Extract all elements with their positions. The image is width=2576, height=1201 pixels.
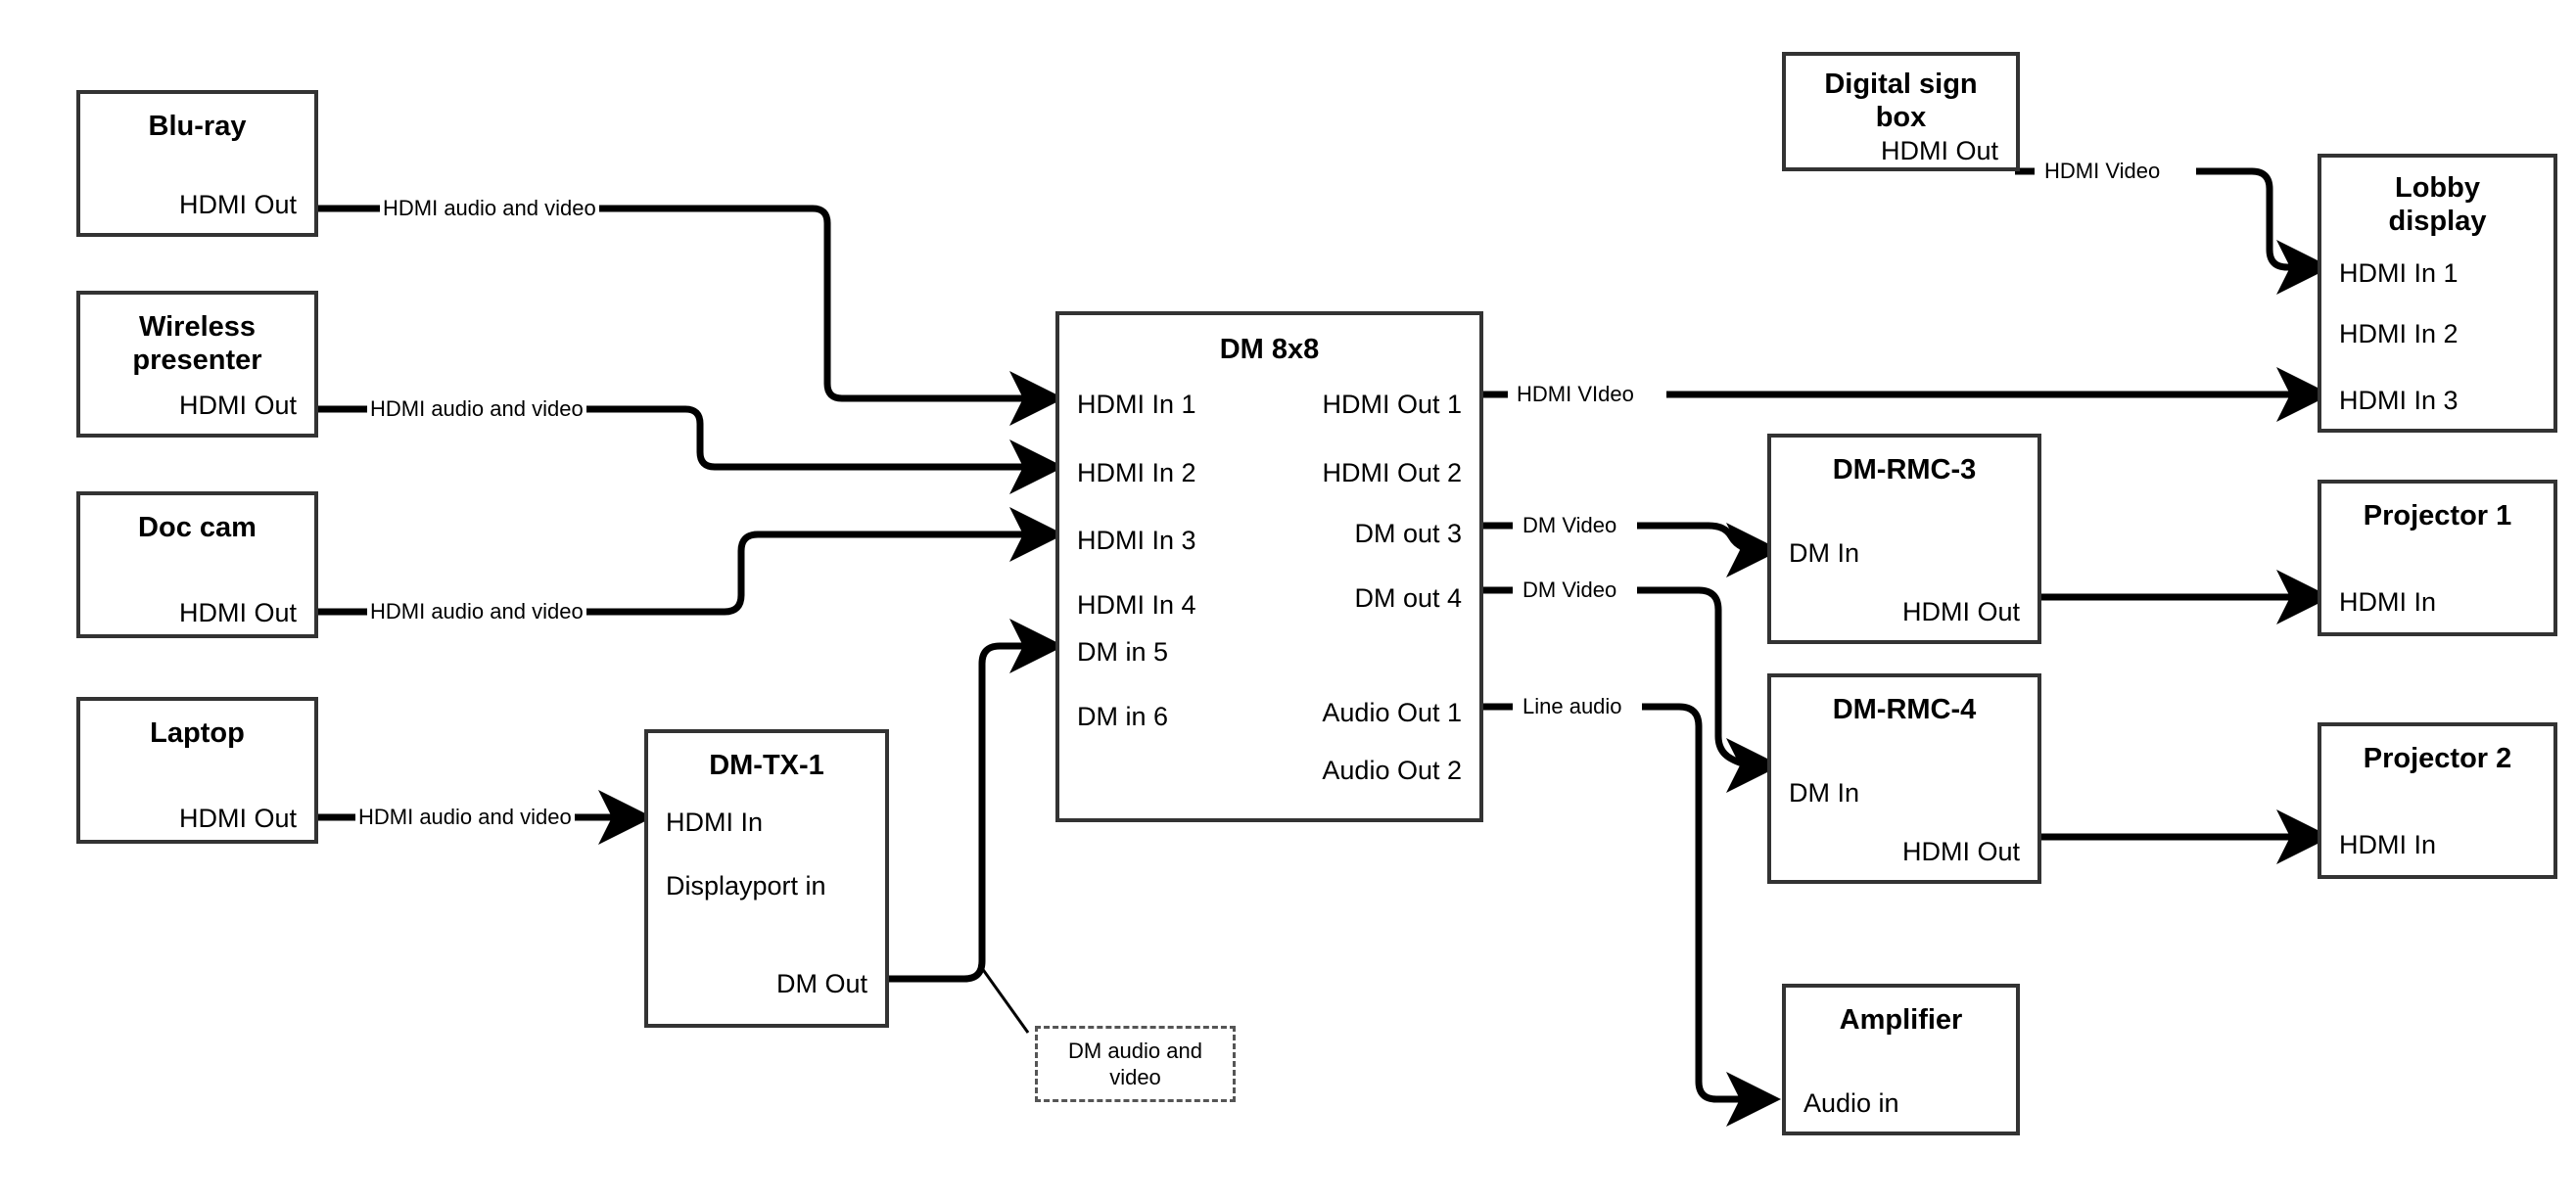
node-wireless-presenter[interactable]: Wireless presenter HDMI Out [76, 291, 318, 438]
node-dm-8x8-input-dm-in-6: DM in 6 [1077, 702, 1169, 731]
node-amplifier-title: Amplifier [1839, 1004, 1963, 1036]
node-dm-rmc-3-port-dm-in: DM In [1789, 538, 1860, 568]
node-amplifier-port-audio-in: Audio in [1803, 1088, 1899, 1118]
wire-signbox-to-lobby [2015, 167, 2318, 267]
node-dm-rmc-4-title: DM-RMC-4 [1832, 694, 1977, 725]
node-dm-rmc-4-port-dm-in: DM In [1789, 778, 1860, 808]
leader-line-dm-audio-video [977, 963, 1030, 1034]
wire-label-doccam-to-dm8x8: HDMI audio and video [367, 601, 586, 623]
wire-label-dmout4-to-rmc4: DM Video [1520, 579, 1620, 601]
node-wireless-presenter-port-hdmi-out: HDMI Out [178, 391, 297, 420]
node-doc-cam[interactable]: Doc cam HDMI Out [76, 491, 318, 638]
node-doc-cam-port-hdmi-out: HDMI Out [178, 598, 297, 627]
node-digital-sign-box[interactable]: Digital sign box HDMI Out [1782, 52, 2020, 171]
node-laptop-title: Laptop [150, 717, 245, 749]
wire-label-bluray-to-dm8x8: HDMI audio and video [380, 198, 599, 219]
wire-label-signbox-to-lobby: HDMI Video [2041, 161, 2164, 182]
node-dm-tx-1-port-hdmi-in: HDMI In [666, 808, 764, 837]
node-projector-1-port-hdmi-in: HDMI In [2339, 587, 2437, 617]
node-dm-rmc-3-port-hdmi-out: HDMI Out [1901, 597, 2020, 626]
node-dm-8x8-input-dm-in-5: DM in 5 [1077, 637, 1169, 667]
node-dm-8x8-output-hdmi-out-1: HDMI Out 1 [1322, 390, 1462, 419]
node-bluray[interactable]: Blu-ray HDMI Out [76, 90, 318, 237]
node-digital-sign-box-port-hdmi-out: HDMI Out [1880, 136, 1998, 165]
node-wireless-presenter-title: Wireless presenter [132, 311, 262, 377]
wire-label-laptop-to-dmtx1: HDMI audio and video [355, 807, 575, 828]
node-amplifier[interactable]: Amplifier Audio in [1782, 984, 2020, 1135]
node-projector-2-title: Projector 2 [2363, 743, 2512, 774]
node-dm-rmc-4[interactable]: DM-RMC-4 DM In HDMI Out [1767, 673, 2041, 884]
node-dm-rmc-3-title: DM-RMC-3 [1832, 454, 1977, 485]
node-dm-8x8-output-audio-out-2: Audio Out 2 [1322, 756, 1462, 785]
node-lobby-display-title: Lobby display [2388, 172, 2487, 238]
node-dm-8x8-output-dm-out-3: DM out 3 [1354, 519, 1462, 548]
node-lobby-display-port-hdmi-in-3: HDMI In 3 [2339, 386, 2459, 415]
node-dm-8x8[interactable]: DM 8x8 HDMI In 1 HDMI In 2 HDMI In 3 HDM… [1055, 311, 1483, 822]
node-dm-8x8-output-hdmi-out-2: HDMI Out 2 [1322, 458, 1462, 487]
node-bluray-port-hdmi-out: HDMI Out [178, 190, 297, 219]
node-projector-2-port-hdmi-in: HDMI In [2339, 830, 2437, 859]
node-dm-tx-1-port-displayport-in: Displayport in [666, 871, 826, 901]
wire-bluray-to-dm8x8 [318, 205, 1064, 426]
node-dm-8x8-title: DM 8x8 [1219, 334, 1320, 365]
node-dm-8x8-output-audio-out-1: Audio Out 1 [1322, 698, 1462, 727]
node-laptop[interactable]: Laptop HDMI Out [76, 697, 318, 844]
wire-label-wireless-to-dm8x8: HDMI audio and video [367, 398, 586, 420]
node-projector-1[interactable]: Projector 1 HDMI In [2318, 480, 2557, 636]
node-dm-tx-1-port-dm-out: DM Out [775, 969, 867, 998]
node-dm-8x8-input-hdmi-in-4: HDMI In 4 [1077, 590, 1196, 620]
node-dm-tx-1-title: DM-TX-1 [709, 750, 824, 781]
node-laptop-port-hdmi-out: HDMI Out [178, 804, 297, 833]
wire-label-dmout3-to-rmc3: DM Video [1520, 515, 1620, 536]
node-projector-1-title: Projector 1 [2363, 500, 2512, 531]
node-lobby-display-port-hdmi-in-1: HDMI In 1 [2339, 258, 2459, 288]
node-dm-8x8-input-hdmi-in-2: HDMI In 2 [1077, 458, 1196, 487]
node-dm-rmc-3[interactable]: DM-RMC-3 DM In HDMI Out [1767, 434, 2041, 644]
wire-audioout1-to-amplifier [1481, 703, 1767, 1099]
node-digital-sign-box-title: Digital sign box [1824, 69, 1978, 134]
node-projector-2[interactable]: Projector 2 HDMI In [2318, 722, 2557, 879]
callout-dm-audio-and-video: DM audio and video [1035, 1026, 1236, 1102]
wire-dmout4-to-rmc4 [1481, 586, 1767, 765]
wire-label-audioout1-to-amplifier: Line audio [1520, 696, 1625, 717]
node-doc-cam-title: Doc cam [138, 512, 257, 543]
node-dm-8x8-input-hdmi-in-1: HDMI In 1 [1077, 390, 1196, 419]
node-dm-8x8-input-hdmi-in-3: HDMI In 3 [1077, 526, 1196, 555]
node-lobby-display-port-hdmi-in-2: HDMI In 2 [2339, 319, 2459, 348]
wire-dmtx1-to-dm8x8 [889, 619, 1064, 983]
node-dm-tx-1[interactable]: DM-TX-1 HDMI In Displayport in DM Out [644, 729, 889, 1028]
wire-label-hdmiout1-to-lobby: HDMI VIdeo [1514, 384, 1637, 405]
node-dm-8x8-output-dm-out-4: DM out 4 [1354, 583, 1462, 613]
node-lobby-display[interactable]: Lobby display HDMI In 1 HDMI In 2 HDMI I… [2318, 154, 2557, 433]
node-dm-rmc-4-port-hdmi-out: HDMI Out [1901, 837, 2020, 866]
node-bluray-title: Blu-ray [148, 111, 247, 142]
